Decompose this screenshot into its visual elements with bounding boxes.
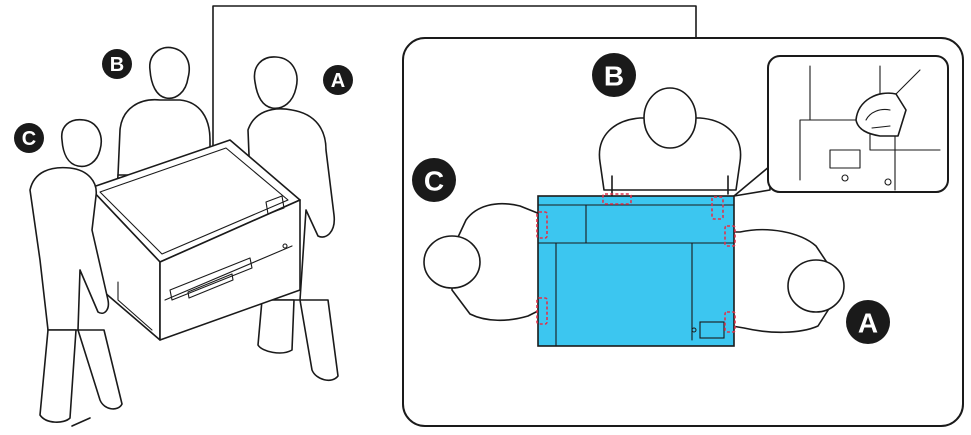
printer-topview bbox=[537, 195, 735, 347]
grip-marker bbox=[536, 211, 548, 239]
svg-text:A: A bbox=[858, 308, 878, 339]
badge-b-topview: B bbox=[592, 53, 636, 97]
grip-marker bbox=[536, 297, 548, 325]
badge-c-left: C bbox=[14, 123, 44, 153]
person-a-topview bbox=[731, 228, 845, 334]
handle-detail-inset bbox=[733, 55, 949, 197]
person-b-topview bbox=[598, 87, 742, 197]
grip-marker bbox=[602, 193, 632, 205]
badge-a-topview: A bbox=[846, 300, 890, 344]
badge-a-left: A bbox=[323, 65, 353, 95]
top-view-panel: B C A bbox=[402, 37, 964, 427]
person-c-topview bbox=[423, 202, 541, 322]
badge-c-topview: C bbox=[412, 158, 456, 202]
left-scene: B A C bbox=[14, 46, 353, 427]
svg-text:C: C bbox=[22, 128, 36, 150]
grip-marker bbox=[711, 196, 724, 220]
grip-marker bbox=[724, 225, 736, 247]
grip-markers bbox=[536, 193, 736, 333]
person-c-figure bbox=[29, 118, 123, 427]
svg-text:A: A bbox=[331, 70, 345, 92]
grip-marker bbox=[724, 311, 736, 333]
svg-text:B: B bbox=[110, 54, 124, 76]
svg-text:B: B bbox=[604, 61, 624, 92]
callout-connector bbox=[212, 5, 697, 151]
svg-text:C: C bbox=[424, 166, 444, 197]
badge-b-left: B bbox=[102, 49, 132, 79]
